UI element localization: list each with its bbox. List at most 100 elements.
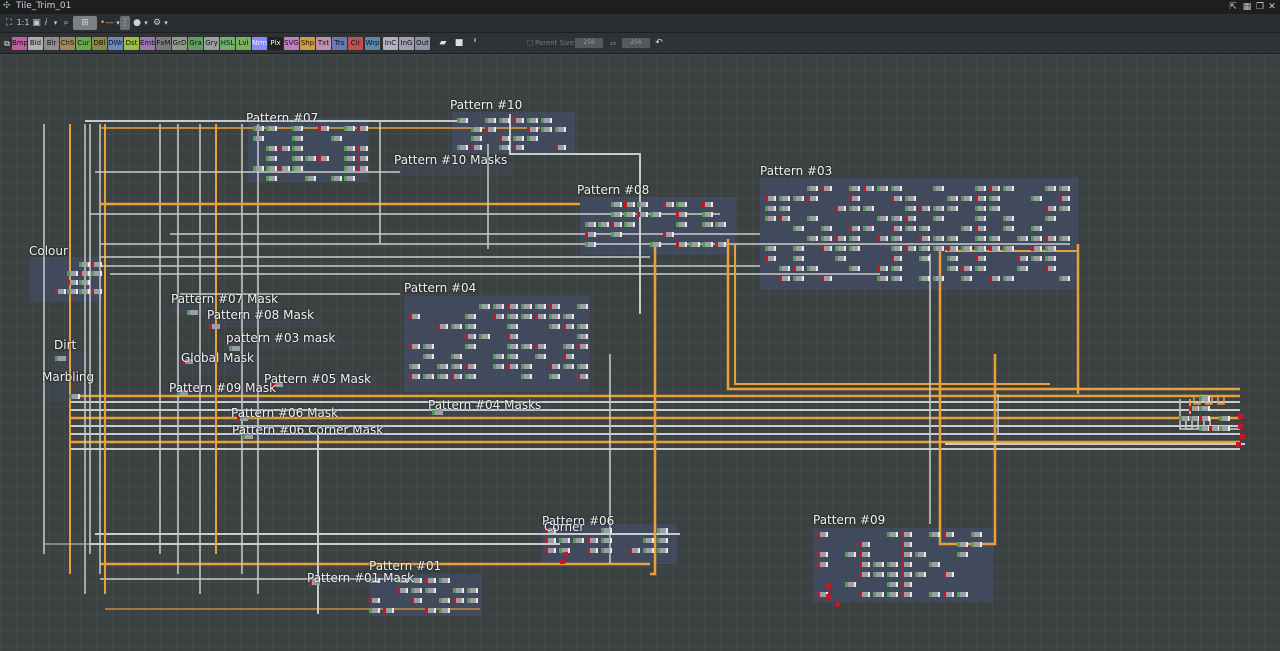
- graph-node[interactable]: [824, 236, 830, 241]
- frame-pattern-07-mask[interactable]: [172, 301, 280, 315]
- graph-node[interactable]: [1048, 216, 1054, 221]
- graph-node[interactable]: [451, 364, 454, 369]
- graph-node[interactable]: [412, 364, 418, 369]
- graph-node[interactable]: [961, 226, 964, 231]
- frame-label-dirt[interactable]: Dirt: [54, 338, 77, 352]
- graph-node[interactable]: [936, 206, 942, 211]
- graph-node[interactable]: [331, 176, 334, 181]
- graph-node[interactable]: [970, 266, 972, 271]
- graph-node[interactable]: [774, 246, 776, 251]
- graph-node[interactable]: [366, 146, 368, 151]
- graph-node[interactable]: [563, 364, 566, 369]
- chevron-down-icon[interactable]: ▾: [53, 19, 58, 27]
- graph-node[interactable]: [295, 136, 301, 141]
- graph-node[interactable]: [1003, 186, 1006, 191]
- frame-label-pattern-01-mask[interactable]: Pattern #01 Mask: [307, 571, 415, 585]
- graph-node[interactable]: [544, 127, 550, 132]
- graph-node[interactable]: [956, 246, 958, 251]
- graph-node[interactable]: [253, 136, 256, 141]
- graph-node[interactable]: [932, 592, 938, 597]
- graph-node[interactable]: [810, 186, 816, 191]
- graph-node[interactable]: [541, 127, 544, 132]
- graph-node[interactable]: [779, 206, 782, 211]
- graph-node[interactable]: [1003, 226, 1006, 231]
- graph-node[interactable]: [715, 222, 718, 227]
- graph-node[interactable]: [434, 588, 436, 593]
- graph-node[interactable]: [269, 146, 275, 151]
- graph-node[interactable]: [1199, 406, 1202, 411]
- graph-node[interactable]: [321, 156, 327, 161]
- graph-node[interactable]: [414, 598, 420, 603]
- graph-node[interactable]: [1031, 256, 1034, 261]
- graph-node[interactable]: [369, 578, 372, 583]
- graph-node[interactable]: [545, 548, 548, 553]
- graph-node[interactable]: [357, 146, 360, 151]
- graph-node[interactable]: [942, 216, 944, 221]
- graph-node[interactable]: [901, 562, 904, 567]
- graph-node[interactable]: [998, 186, 1000, 191]
- graph-node[interactable]: [854, 582, 856, 587]
- graph-node[interactable]: [896, 592, 898, 597]
- graph-node[interactable]: [425, 588, 428, 593]
- frame-icon[interactable]: ⧉: [4, 39, 10, 48]
- graph-node[interactable]: [440, 364, 446, 369]
- graph-node[interactable]: [558, 304, 560, 309]
- graph-node[interactable]: [890, 562, 896, 567]
- graph-node[interactable]: [347, 146, 353, 151]
- graph-node[interactable]: [952, 592, 954, 597]
- graph-node[interactable]: [866, 226, 872, 231]
- graph-node[interactable]: [1059, 196, 1062, 201]
- graph-node[interactable]: [711, 212, 713, 217]
- graph-node[interactable]: [928, 256, 930, 261]
- graph-node[interactable]: [849, 226, 852, 231]
- graph-node[interactable]: [1202, 396, 1208, 401]
- graph-node[interactable]: [859, 562, 862, 567]
- graph-node[interactable]: [344, 146, 347, 151]
- graph-node[interactable]: [858, 246, 860, 251]
- graph-node[interactable]: [978, 216, 984, 221]
- graph-node[interactable]: [646, 538, 652, 543]
- graph-node[interactable]: [479, 304, 482, 309]
- graph-node[interactable]: [1003, 276, 1006, 281]
- graph-node[interactable]: [266, 146, 269, 151]
- graph-node[interactable]: [620, 202, 622, 207]
- graph-node[interactable]: [900, 226, 902, 231]
- grid-icon[interactable]: ▦: [1242, 2, 1252, 12]
- graph-node[interactable]: [521, 314, 524, 319]
- graph-node[interactable]: [852, 246, 858, 251]
- graph-node[interactable]: [100, 289, 102, 294]
- graph-node[interactable]: [872, 186, 874, 191]
- graph-node[interactable]: [457, 145, 460, 150]
- graph-node[interactable]: [633, 212, 635, 217]
- graph-node[interactable]: [868, 572, 870, 577]
- graph-node[interactable]: [209, 324, 212, 329]
- comment-icon[interactable]: ▰: [439, 38, 447, 48]
- graph-node[interactable]: [548, 528, 554, 533]
- graph-node[interactable]: [1006, 216, 1012, 221]
- graph-node[interactable]: [1040, 226, 1042, 231]
- graph-node[interactable]: [1202, 416, 1208, 421]
- palette-chip-txt[interactable]: Txt: [316, 37, 331, 50]
- graph-node[interactable]: [877, 186, 880, 191]
- parent-size-lock-icon[interactable]: ☐: [526, 39, 534, 48]
- graph-node[interactable]: [580, 324, 586, 329]
- graph-node[interactable]: [765, 216, 768, 221]
- graph-node[interactable]: [55, 289, 58, 294]
- graph-node[interactable]: [432, 410, 435, 415]
- graph-node[interactable]: [774, 206, 776, 211]
- graph-node[interactable]: [177, 390, 180, 395]
- graph-node[interactable]: [308, 156, 314, 161]
- graph-node[interactable]: [318, 126, 321, 131]
- graph-node[interactable]: [530, 127, 536, 132]
- close-icon[interactable]: ✕: [1268, 2, 1276, 12]
- graph-node[interactable]: [70, 289, 76, 294]
- graph-node[interactable]: [910, 542, 912, 547]
- graph-node[interactable]: [900, 276, 902, 281]
- graph-node[interactable]: [956, 256, 958, 261]
- graph-node[interactable]: [1012, 246, 1014, 251]
- graph-node[interactable]: [566, 354, 572, 359]
- graph-node[interactable]: [666, 202, 672, 207]
- graph-node[interactable]: [886, 276, 888, 281]
- graph-node[interactable]: [585, 222, 588, 227]
- graph-node[interactable]: [915, 572, 918, 577]
